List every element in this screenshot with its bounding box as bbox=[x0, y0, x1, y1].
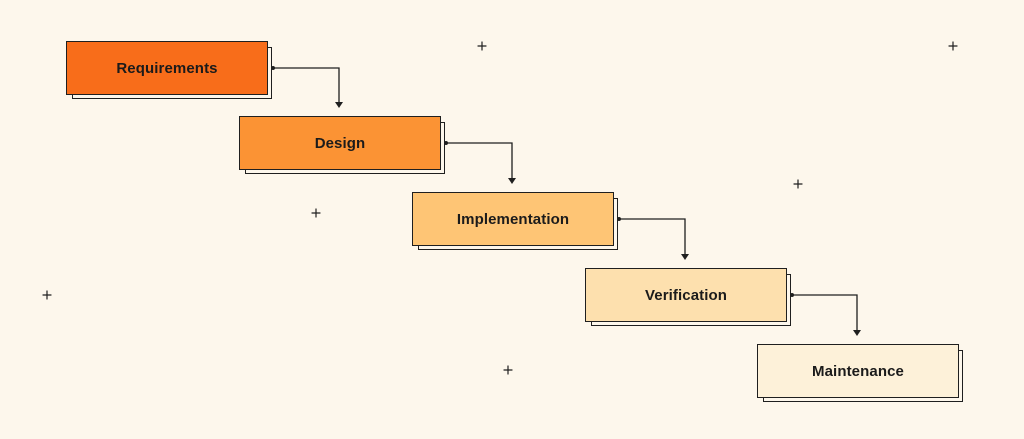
sparkle-icon bbox=[477, 41, 487, 51]
stage-design: Design bbox=[239, 116, 445, 174]
stage-maintenance: Maintenance bbox=[757, 344, 963, 402]
stage-requirements: Requirements bbox=[66, 41, 272, 99]
arrowhead-icon bbox=[853, 330, 861, 336]
stage-implementation: Implementation bbox=[412, 192, 618, 250]
arrow-verification-to-maintenance bbox=[792, 294, 858, 331]
sparkle-icon bbox=[42, 290, 52, 300]
arrow-implementation-to-verification bbox=[619, 218, 686, 255]
stage-box: Design bbox=[239, 116, 441, 170]
stage-box: Requirements bbox=[66, 41, 268, 95]
sparkle-icon bbox=[793, 179, 803, 189]
sparkle-icon bbox=[503, 365, 513, 375]
sparkle-icon bbox=[948, 41, 958, 51]
stage-box: Implementation bbox=[412, 192, 614, 246]
arrow-requirements-to-design bbox=[273, 67, 340, 103]
stage-box: Maintenance bbox=[757, 344, 959, 398]
stage-verification: Verification bbox=[585, 268, 791, 326]
arrowhead-icon bbox=[681, 254, 689, 260]
arrowhead-icon bbox=[508, 178, 516, 184]
stage-box: Verification bbox=[585, 268, 787, 322]
sparkle-icon bbox=[311, 208, 321, 218]
arrow-design-to-implementation bbox=[446, 142, 513, 179]
arrowhead-icon bbox=[335, 102, 343, 108]
